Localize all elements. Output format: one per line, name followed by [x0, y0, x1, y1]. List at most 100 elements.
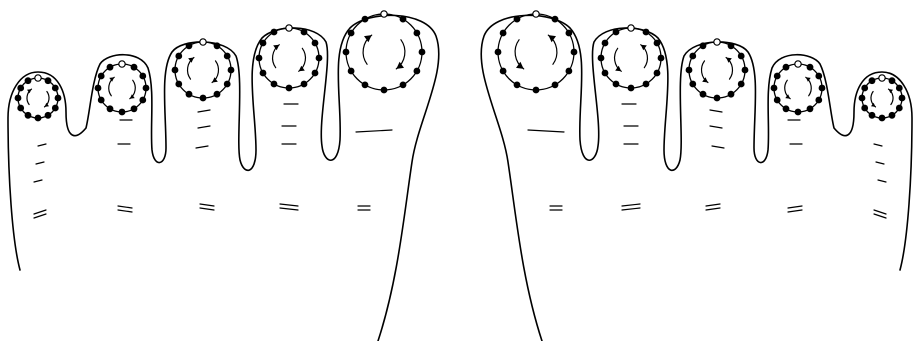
filled-point [807, 64, 814, 71]
filled-point [186, 91, 193, 98]
filled-point [771, 85, 778, 92]
skin-crease [198, 126, 210, 128]
filled-point [143, 85, 150, 92]
filled-point [119, 109, 126, 116]
open-point [381, 11, 387, 17]
filled-point [869, 77, 876, 84]
filled-point [879, 115, 886, 122]
filled-point [214, 42, 221, 49]
open-point [628, 25, 634, 31]
filled-point [714, 95, 721, 102]
filled-point [819, 85, 826, 92]
filled-point [700, 42, 707, 49]
filled-point [400, 16, 407, 23]
filled-point [381, 87, 388, 94]
filled-point [224, 81, 231, 88]
point-ring [175, 42, 231, 98]
skin-crease [712, 146, 724, 148]
open-point [286, 25, 292, 31]
skin-crease [710, 110, 722, 112]
point-ring [689, 42, 745, 98]
filled-point [861, 85, 868, 92]
arrowhead [364, 35, 372, 42]
filled-point [200, 95, 207, 102]
skin-crease [706, 204, 720, 206]
open-point [795, 61, 801, 67]
filled-point [728, 42, 735, 49]
filled-point [613, 29, 620, 36]
skin-crease [34, 210, 46, 214]
filled-point [899, 95, 906, 102]
open-point [879, 75, 885, 81]
filled-point [495, 49, 502, 56]
left-foot-outline [8, 15, 439, 341]
filled-point [414, 30, 421, 37]
skin-crease [528, 130, 564, 132]
filled-point [98, 73, 105, 80]
filled-point [17, 105, 24, 112]
filled-point [686, 67, 693, 74]
left-little-toe [15, 75, 62, 218]
filled-point [301, 29, 308, 36]
arrowhead [396, 62, 404, 69]
filled-point [628, 85, 635, 92]
filled-point [98, 97, 105, 104]
filled-point [566, 30, 573, 37]
skin-crease [38, 144, 46, 146]
skin-crease [118, 210, 132, 212]
skin-crease [622, 204, 640, 206]
filled-point [52, 105, 59, 112]
open-point [200, 39, 206, 45]
arrowhead [516, 62, 524, 69]
point-ring [601, 28, 661, 88]
filled-point [107, 64, 114, 71]
filled-point [286, 85, 293, 92]
filled-point [362, 82, 369, 89]
arrowhead [273, 45, 279, 51]
point-ring [498, 14, 574, 90]
filled-point [256, 55, 263, 62]
filled-point [139, 97, 146, 104]
right-second-toe [598, 25, 665, 210]
filled-point [514, 16, 521, 23]
skin-crease [36, 162, 44, 164]
filled-point [500, 68, 507, 75]
skin-crease [874, 214, 886, 218]
filled-point [214, 91, 221, 98]
filled-point [301, 81, 308, 88]
filled-point [783, 64, 790, 71]
left-fourth-toe [95, 61, 150, 212]
skin-crease [198, 110, 210, 112]
skin-crease [200, 208, 214, 210]
filled-point [172, 67, 179, 74]
skin-crease [878, 180, 886, 182]
filled-point [598, 55, 605, 62]
arrowhead [641, 45, 647, 51]
filled-point [869, 112, 876, 119]
filled-point [566, 68, 573, 75]
right-fourth-toe [771, 61, 826, 212]
filled-point [807, 105, 814, 112]
right-big-toe [495, 11, 578, 210]
filled-point [131, 64, 138, 71]
filled-point [795, 109, 802, 116]
skin-crease [788, 206, 802, 208]
skin-crease [874, 210, 886, 214]
filled-point [414, 68, 421, 75]
filled-point [260, 70, 267, 77]
skin-crease [622, 208, 640, 210]
filled-point [131, 105, 138, 112]
filled-point [17, 85, 24, 92]
filled-point [260, 40, 267, 47]
skin-crease [876, 162, 884, 164]
filled-point [95, 85, 102, 92]
skin-crease [196, 146, 208, 148]
filled-point [552, 82, 559, 89]
filled-point [654, 70, 661, 77]
skin-crease [874, 144, 882, 146]
filled-point [312, 70, 319, 77]
filled-point [186, 42, 193, 49]
filled-point [613, 81, 620, 88]
